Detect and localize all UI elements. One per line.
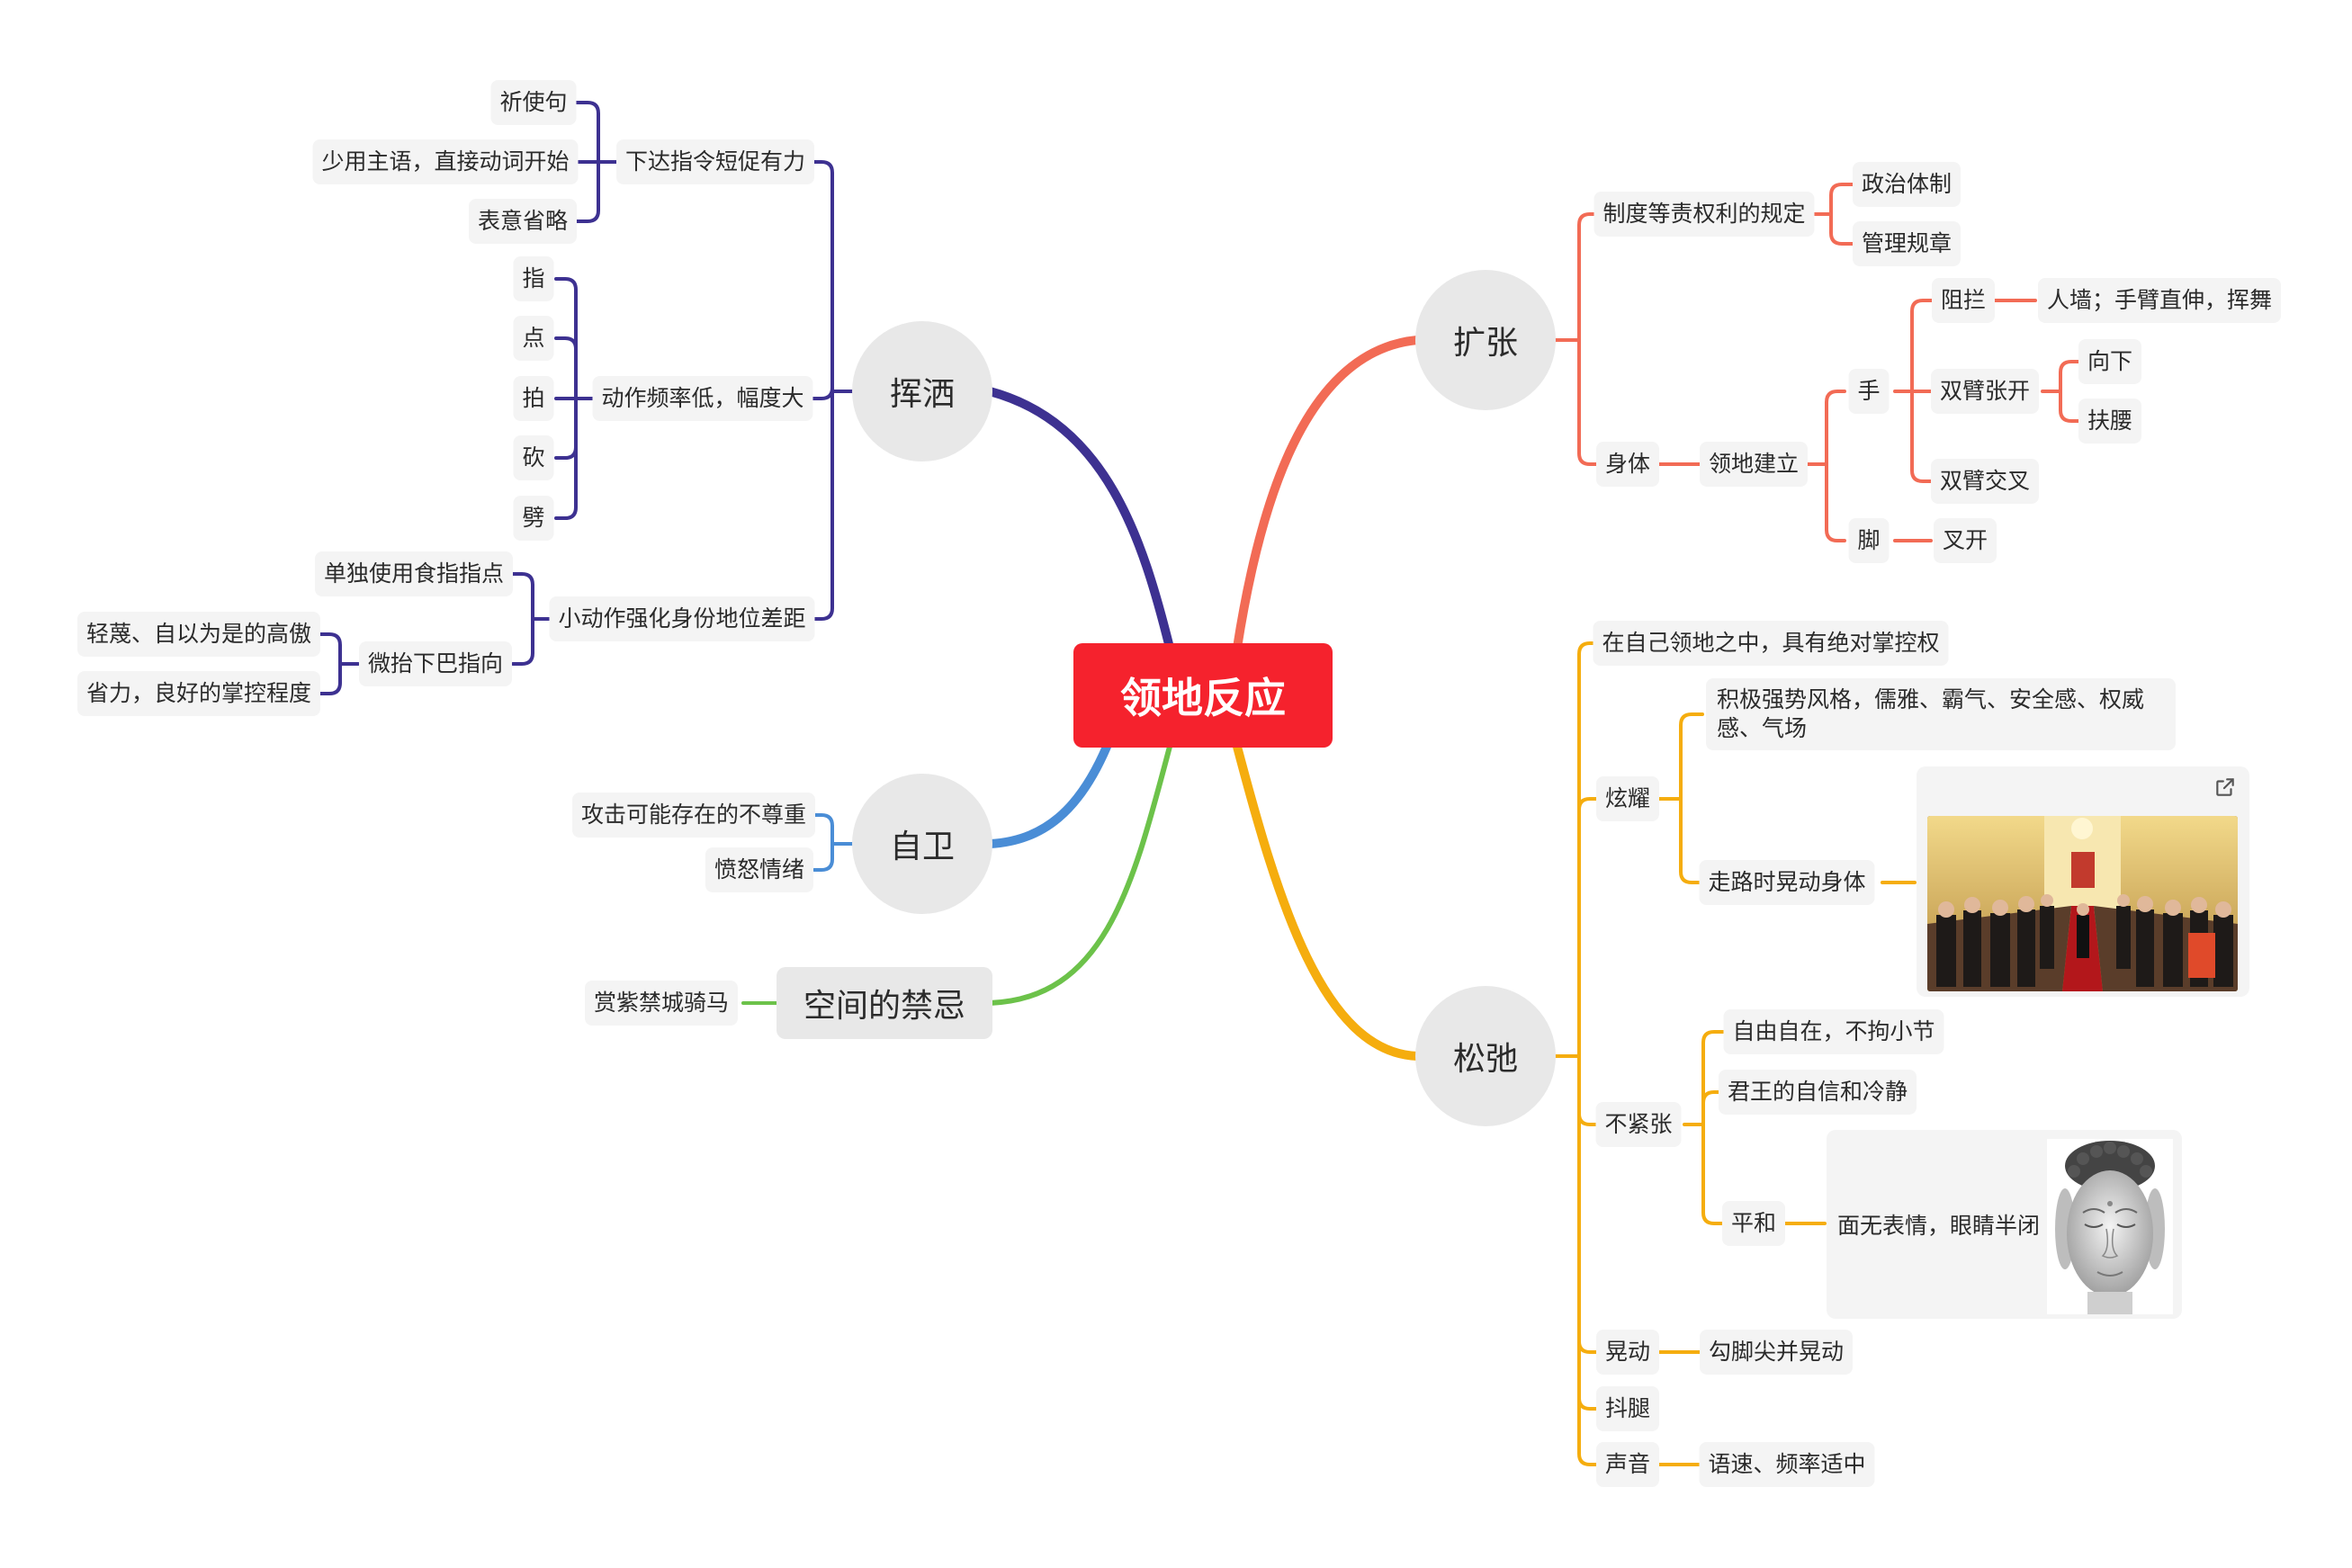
- topic-dongzuo[interactable]: 动作频率低，幅度大: [592, 376, 813, 421]
- leaf-pai[interactable]: 拍: [513, 376, 554, 421]
- topic-jiao[interactable]: 脚: [1848, 518, 1890, 563]
- dongzuo-fan-0: [554, 277, 578, 400]
- xiao-fan-1: [511, 617, 534, 666]
- topic-zulan[interactable]: 阻拦: [1931, 278, 1996, 323]
- kuozhang-fan-1: [1577, 338, 1603, 466]
- leaf-goujiao[interactable]: 勾脚尖并晃动: [1699, 1330, 1854, 1375]
- xiada-fan-2: [574, 160, 600, 223]
- topic-shengyin[interactable]: 声音: [1595, 1442, 1660, 1487]
- topic-weitai[interactable]: 微抬下巴指向: [358, 641, 513, 686]
- image-card-walking[interactable]: [1917, 766, 2249, 997]
- leaf-qishiju[interactable]: 祈使句: [490, 80, 577, 125]
- bujinzhang-fan-1: [1701, 1090, 1725, 1126]
- weitai-fan-0: [318, 632, 342, 666]
- leaf-junwang[interactable]: 君王的自信和冷静: [1718, 1070, 1917, 1115]
- kuozhang-fan-0: [1577, 212, 1603, 342]
- image-card-pinghe[interactable]: 面无表情，眼睛半闭: [1827, 1130, 2182, 1319]
- leaf-doutui[interactable]: 抖腿: [1595, 1386, 1660, 1431]
- leaf-zhengzhi[interactable]: 政治体制: [1852, 162, 1961, 207]
- ziwei-fan-1: [812, 842, 834, 872]
- main-kongjian: [987, 744, 1172, 1006]
- topic-huangdong[interactable]: 晃动: [1595, 1330, 1660, 1375]
- branch-ziwei[interactable]: 自卫: [852, 774, 992, 914]
- topic-xiaodongzuo[interactable]: 小动作强化身份地位差距: [549, 596, 815, 641]
- leaf-guanli[interactable]: 管理规章: [1852, 221, 1961, 266]
- buddha-head-icon: [2047, 1139, 2173, 1314]
- leaf-fuyao[interactable]: 扶腰: [2078, 399, 2142, 444]
- main-ziwei: [985, 742, 1111, 848]
- xiada-fan-0: [574, 101, 600, 164]
- topic-shou[interactable]: 手: [1848, 369, 1890, 414]
- leaf-fennu[interactable]: 愤怒情绪: [705, 847, 814, 892]
- leaf-jiji[interactable]: 积极强势风格，儒雅、霸气、安全感、权威感、气场: [1706, 678, 2176, 750]
- topic-zhidu[interactable]: 制度等责权利的规定: [1593, 192, 1815, 237]
- dongzuo-fan-3: [554, 397, 578, 460]
- leaf-yusu[interactable]: 语速、频率适中: [1699, 1442, 1875, 1487]
- main-huisa: [985, 387, 1174, 652]
- dongzuo-fan-1: [554, 336, 578, 400]
- external-link-icon[interactable]: [2213, 775, 2237, 799]
- shou-fan-0: [1910, 299, 1936, 393]
- songchi-fan-5: [1577, 1054, 1605, 1466]
- leaf-danduo[interactable]: 单独使用食指指点: [314, 551, 514, 596]
- leaf-dian[interactable]: 点: [513, 316, 554, 361]
- topic-xiada[interactable]: 下达指令短促有力: [615, 139, 815, 184]
- leaf-jiaocha[interactable]: 双臂交叉: [1930, 459, 2040, 504]
- leaf-zoulu[interactable]: 走路时晃动身体: [1699, 860, 1875, 905]
- branch-huisa[interactable]: 挥洒: [852, 321, 992, 461]
- zhidu-fan-0: [1829, 183, 1855, 216]
- zhangkai-fan-0: [2059, 360, 2080, 393]
- topic-xuanyao[interactable]: 炫耀: [1595, 776, 1660, 821]
- topic-shenti[interactable]: 身体: [1595, 442, 1660, 487]
- branch-kuozhang[interactable]: 扩张: [1415, 270, 1556, 410]
- topic-zhangkai[interactable]: 双臂张开: [1930, 369, 2040, 414]
- branch-songchi[interactable]: 松弛: [1415, 986, 1556, 1126]
- shou-fan-2: [1910, 390, 1936, 483]
- main-kuozhang: [1233, 336, 1422, 652]
- songchi-fan-0: [1577, 641, 1605, 1058]
- songchi-fan-1: [1577, 797, 1605, 1058]
- leaf-mianwu: 面无表情，眼睛半闭: [1837, 1213, 2041, 1239]
- leaf-gongji[interactable]: 攻击可能存在的不尊重: [571, 793, 816, 838]
- huisa-fan-0: [810, 160, 834, 393]
- leaf-renqiang[interactable]: 人墙；手臂直伸，挥舞: [2037, 278, 2282, 323]
- zhangkai-fan-1: [2059, 390, 2080, 423]
- main-songchi: [1233, 742, 1422, 1061]
- leaf-biaoyi[interactable]: 表意省略: [468, 199, 578, 244]
- leaf-qingmie[interactable]: 轻蔑、自以为是的高傲: [76, 612, 321, 657]
- leaf-shaoyong[interactable]: 少用主语，直接动词开始: [312, 139, 579, 184]
- leaf-kan[interactable]: 砍: [513, 435, 554, 480]
- topic-lingdi[interactable]: 领地建立: [1699, 442, 1809, 487]
- leaf-zhi[interactable]: 指: [513, 256, 554, 301]
- lingdi-fan-0: [1825, 390, 1846, 466]
- walking-photo: [1927, 816, 2238, 991]
- leaf-chakai[interactable]: 叉开: [1933, 518, 1997, 563]
- dongzuo-fan-4: [554, 397, 578, 520]
- root-node[interactable]: 领地反应: [1073, 643, 1333, 748]
- weitai-fan-1: [318, 662, 342, 695]
- leaf-shangzi[interactable]: 赏紫禁城骑马: [584, 981, 739, 1026]
- leaf-zaiziji[interactable]: 在自己领地之中，具有绝对掌控权: [1593, 621, 1949, 666]
- huisa-fan-1: [810, 386, 834, 400]
- leaf-xiangxia[interactable]: 向下: [2078, 339, 2142, 384]
- songchi-fan-3: [1577, 1054, 1605, 1354]
- xuanyao-fan-0: [1679, 712, 1704, 801]
- leaf-shengli[interactable]: 省力，良好的掌控程度: [76, 671, 321, 716]
- branch-kongjian[interactable]: 空间的禁忌: [776, 967, 993, 1039]
- bujinzhang-fan-0: [1701, 1030, 1725, 1126]
- leaf-ziyou[interactable]: 自由自在，不拘小节: [1723, 1009, 1944, 1054]
- topic-bujinzhang[interactable]: 不紧张: [1595, 1102, 1682, 1147]
- topic-pinghe[interactable]: 平和: [1721, 1201, 1786, 1246]
- zhidu-fan-1: [1829, 212, 1855, 246]
- xuanyao-fan-1: [1679, 797, 1704, 884]
- bujinzhang-fan-2: [1701, 1123, 1725, 1225]
- huisa-fan-2: [810, 390, 834, 621]
- xiao-fan-0: [511, 572, 534, 621]
- leaf-pi[interactable]: 劈: [513, 496, 554, 541]
- ziwei-fan-0: [812, 813, 834, 846]
- lingdi-fan-1: [1825, 462, 1846, 542]
